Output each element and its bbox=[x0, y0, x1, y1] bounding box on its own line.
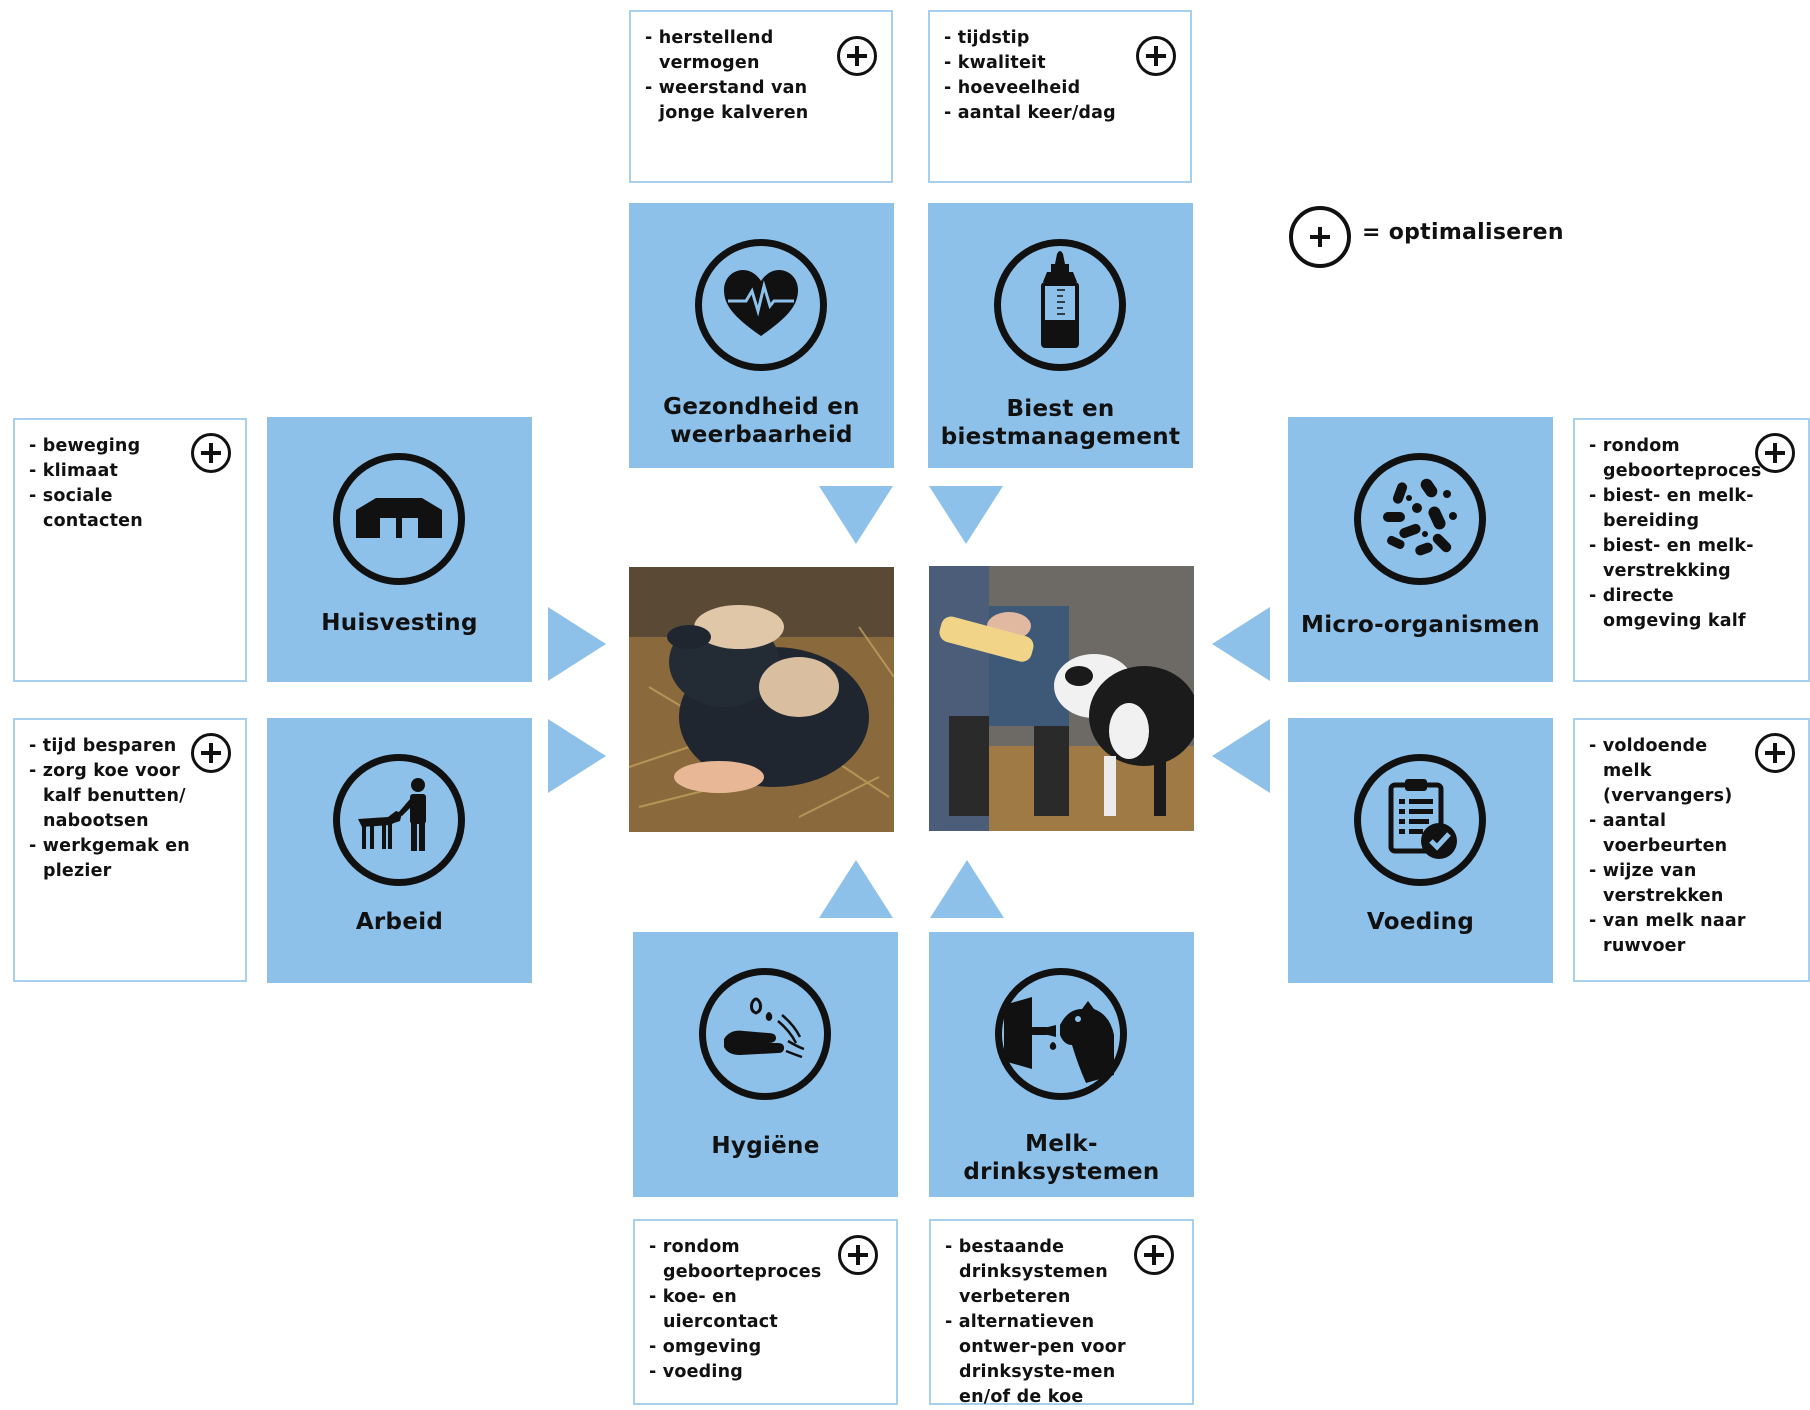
calf-drinking-icon bbox=[995, 968, 1127, 1100]
list-item: zorg koe voor kalf benutten/ nabootsen bbox=[29, 759, 195, 834]
plus-icon bbox=[1134, 1235, 1174, 1275]
tile-label: Huisvesting bbox=[321, 610, 478, 636]
list-item: sociale contacten bbox=[29, 484, 195, 534]
plus-icon bbox=[191, 433, 231, 473]
newborn-calf-photo bbox=[629, 567, 894, 832]
tile-melk: Melk-drinksystemen bbox=[929, 932, 1194, 1197]
tile-label: Melk-drinksystemen bbox=[963, 1131, 1160, 1185]
list-item: klimaat bbox=[29, 459, 195, 484]
tile-huisvesting: Huisvesting bbox=[267, 417, 532, 682]
plus-icon bbox=[1136, 36, 1176, 76]
list-item: koe- en uiercontact bbox=[649, 1285, 846, 1335]
plus-icon bbox=[837, 36, 877, 76]
arrow-left bbox=[1212, 719, 1270, 793]
arrow-right bbox=[548, 607, 606, 681]
box-voeding: voldoende melk (vervangers)aantal voerbe… bbox=[1573, 718, 1810, 982]
box-gezondheid: herstellend vermogenweerstand van jonge … bbox=[629, 10, 893, 183]
box-arbeid: tijd besparenzorg koe voor kalf benutten… bbox=[13, 718, 247, 982]
baby-bottle-icon bbox=[994, 239, 1126, 371]
list-item: werkgemak en plezier bbox=[29, 834, 195, 884]
list-item: beweging bbox=[29, 434, 195, 459]
list-item: alternatieven ontwer-pen voor drinksyste… bbox=[945, 1310, 1142, 1410]
list-item: rondom geboorteproces bbox=[649, 1235, 846, 1285]
arrow-up bbox=[819, 860, 893, 918]
arrow-down bbox=[819, 486, 893, 544]
clipboard-check-icon bbox=[1354, 754, 1486, 886]
list-item: kwaliteit bbox=[944, 51, 1140, 76]
list-item: tijdstip bbox=[944, 26, 1140, 51]
tile-label: Voeding bbox=[1366, 909, 1475, 935]
hand-washing-icon bbox=[699, 968, 831, 1100]
plus-icon bbox=[838, 1235, 878, 1275]
list-item: omgeving bbox=[649, 1335, 846, 1360]
tile-hygiene: Hygiëne bbox=[633, 932, 898, 1197]
list-item: biest- en melk-bereiding bbox=[1589, 484, 1758, 534]
list-item: wijze van verstrekken bbox=[1589, 859, 1758, 909]
legend-text: = optimaliseren bbox=[1362, 220, 1564, 245]
list-item: aantal keer/dag bbox=[944, 101, 1140, 126]
legend-plus-icon bbox=[1289, 206, 1351, 268]
box-biest: tijdstipkwaliteithoeveelheidaantal keer/… bbox=[928, 10, 1192, 183]
list-item: van melk naar ruwvoer bbox=[1589, 909, 1758, 959]
tile-arbeid: Arbeid bbox=[267, 718, 532, 983]
arrow-up bbox=[930, 860, 1004, 918]
list-item: herstellend vermogen bbox=[645, 26, 841, 76]
box-melk: bestaande drinksystemen verbeterenaltern… bbox=[929, 1219, 1194, 1407]
plus-icon bbox=[1755, 433, 1795, 473]
plus-icon bbox=[191, 733, 231, 773]
list-item: tijd besparen bbox=[29, 734, 195, 759]
list-item: biest- en melk-verstrekking bbox=[1589, 534, 1758, 584]
list-item: rondom geboorteproces bbox=[1589, 434, 1762, 484]
list-item: voeding bbox=[649, 1360, 846, 1385]
barn-icon bbox=[333, 453, 465, 585]
arrow-down bbox=[929, 486, 1003, 544]
arrow-right bbox=[548, 719, 606, 793]
tile-voeding: Voeding bbox=[1288, 718, 1553, 983]
list-item: aantal voerbeurten bbox=[1589, 809, 1758, 859]
list-item: weerstand van jonge kalveren bbox=[645, 76, 841, 126]
list-item: voldoende melk (vervangers) bbox=[1589, 734, 1758, 809]
tile-label: Micro-organismen bbox=[1301, 612, 1540, 638]
calf-bottle-feeding-photo bbox=[929, 566, 1194, 831]
tile-label: Arbeid bbox=[355, 909, 444, 935]
microbes-icon bbox=[1354, 453, 1486, 585]
list-item: directe omgeving kalf bbox=[1589, 584, 1758, 634]
farmer-with-calf-icon bbox=[333, 754, 465, 886]
box-huisvesting: bewegingklimaatsociale contacten bbox=[13, 418, 247, 682]
list-item: bestaande drinksystemen verbeteren bbox=[945, 1235, 1142, 1310]
box-hygiene: rondom geboorteproceskoe- en uiercontact… bbox=[633, 1219, 898, 1405]
plus-icon bbox=[1755, 733, 1795, 773]
tile-label: Hygiëne bbox=[711, 1133, 820, 1159]
box-micro: rondom geboorteprocesbiest- en melk-bere… bbox=[1573, 418, 1810, 682]
tile-micro: Micro-organismen bbox=[1288, 417, 1553, 682]
arrow-left bbox=[1212, 607, 1270, 681]
list-item: hoeveelheid bbox=[944, 76, 1140, 101]
heart-pulse-icon bbox=[695, 239, 827, 371]
